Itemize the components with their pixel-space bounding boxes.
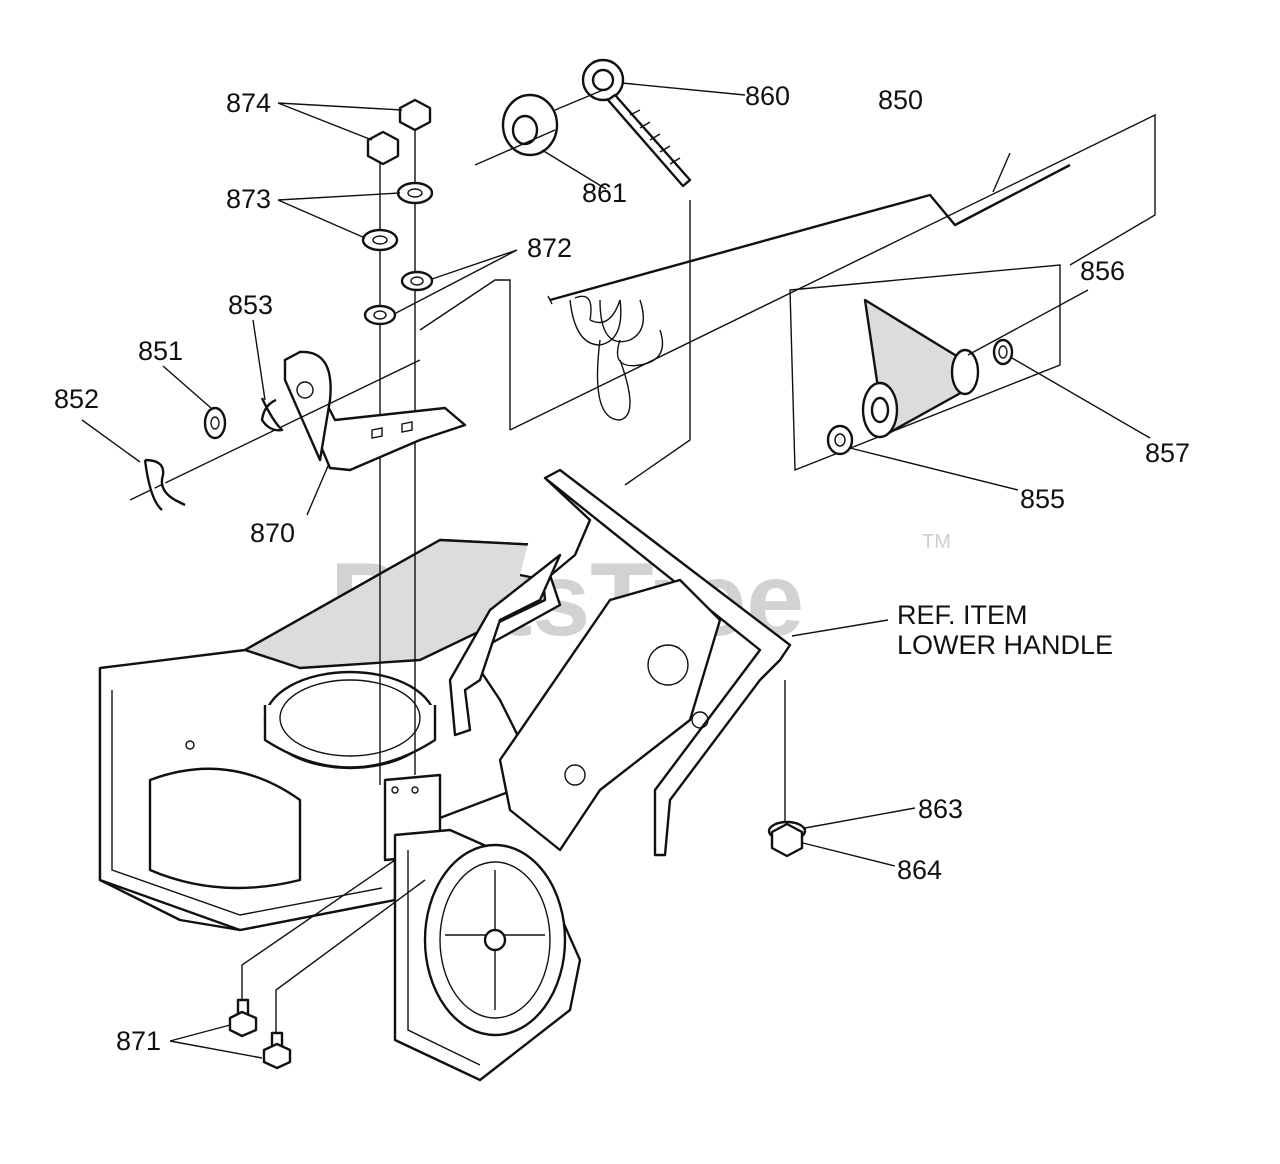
control-rod-850 — [547, 163, 1071, 421]
callout-860: 860 — [745, 81, 790, 111]
callout-856: 856 — [1080, 256, 1125, 286]
bracket-plane-850 — [419, 279, 511, 430]
washer-872-b — [363, 304, 397, 326]
callout-851: 851 — [138, 336, 183, 366]
callout-852: 852 — [54, 384, 99, 414]
washer-872-a — [400, 270, 434, 292]
watermark-tm: TM — [922, 531, 951, 553]
bracket-870 — [283, 350, 467, 472]
nut-874-top — [398, 98, 432, 132]
ref-note-line1: REF. ITEM — [897, 600, 1028, 630]
washer-855 — [826, 424, 854, 456]
bracket-plane-850-b — [509, 113, 1156, 431]
callout-853: 853 — [228, 290, 273, 320]
washer-857 — [992, 338, 1014, 366]
callout-870: 870 — [250, 518, 295, 548]
spring-856 — [861, 298, 980, 439]
callout-857: 857 — [1145, 438, 1190, 468]
callout-850: 850 — [878, 85, 923, 115]
clip-853 — [260, 397, 284, 432]
hairpin-852 — [143, 458, 186, 511]
washer-851 — [203, 406, 227, 440]
callout-871: 871 — [116, 1026, 161, 1056]
bolt-871-a — [228, 998, 258, 1038]
washer-873-a — [396, 181, 434, 205]
callout-863: 863 — [918, 794, 963, 824]
callout-864: 864 — [897, 855, 942, 885]
leader-lines — [81, 82, 1151, 1059]
bushing-861 — [501, 93, 559, 157]
bushing-axis-line — [474, 89, 604, 166]
washer-873-b — [361, 228, 399, 252]
chute-housing — [98, 538, 582, 1082]
callout-872: 872 — [527, 233, 572, 263]
fastener-axis-line — [379, 125, 416, 785]
callout-855: 855 — [1020, 484, 1065, 514]
callout-861: 861 — [582, 178, 627, 208]
nut-864 — [770, 822, 804, 858]
nut-874 — [366, 130, 400, 166]
bolt-871-b — [262, 1031, 292, 1070]
spring-plane — [789, 264, 1061, 472]
callout-874: 874 — [226, 88, 271, 118]
ref-note-line2: LOWER HANDLE — [897, 630, 1113, 660]
bolt-axis-line — [241, 859, 426, 1035]
eye-bolt-axis-line — [624, 200, 691, 486]
callout-873: 873 — [226, 184, 271, 214]
lower-handle-frame — [448, 468, 792, 857]
eye-bolt-860 — [581, 58, 692, 188]
